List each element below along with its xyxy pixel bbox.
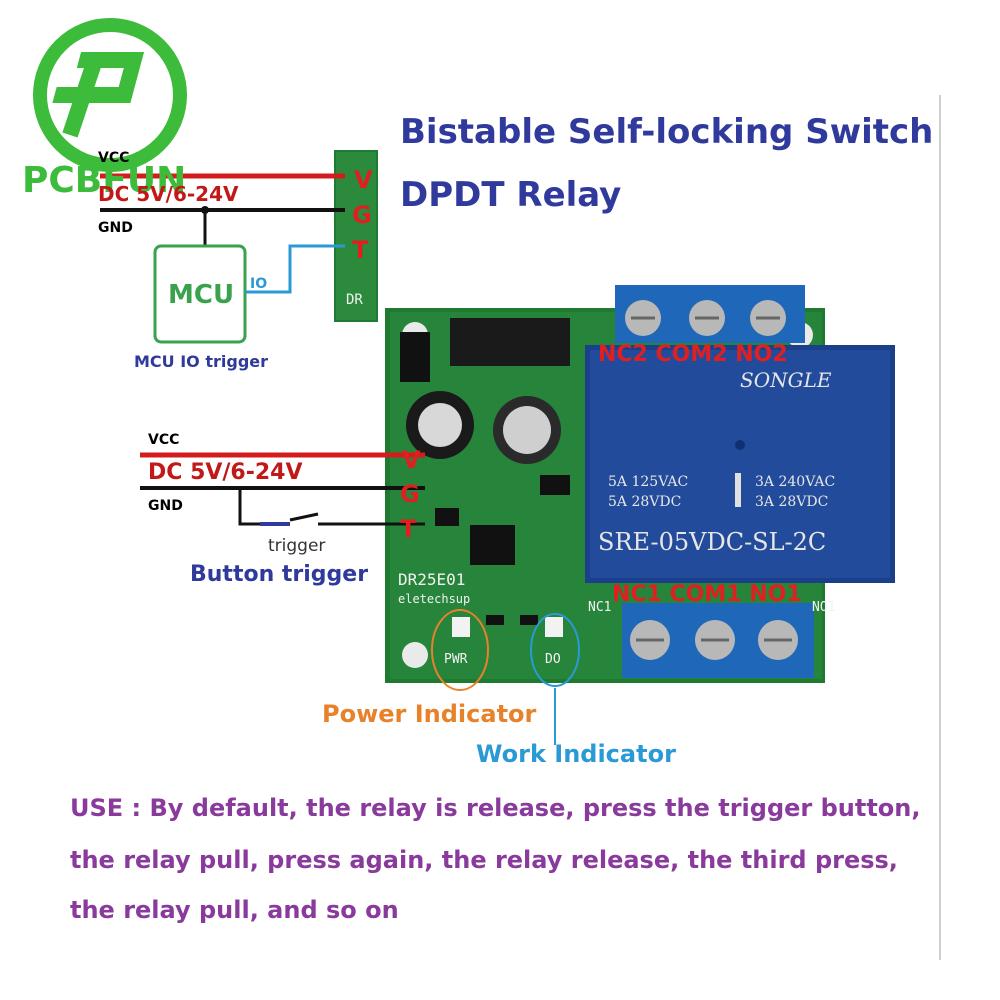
work-indicator-ring <box>530 613 580 687</box>
logo-text: PCBFUN <box>22 160 187 201</box>
relay-brand: SONGLE <box>740 368 832 392</box>
mcu-trigger-caption: MCU IO trigger <box>134 352 269 371</box>
io-label: IO <box>250 276 268 292</box>
trigger-label: trigger <box>268 536 326 556</box>
vcc-label-top: VCC <box>98 150 130 166</box>
capacitor-left <box>406 391 474 459</box>
power-indicator-ring <box>431 609 489 691</box>
pin-t-bottom: T <box>400 515 417 543</box>
bottom-terminal-labels: NC1 COM1 NO1 <box>612 582 802 607</box>
gnd-label-bottom: GND <box>148 498 183 514</box>
pin-g-bottom: G <box>400 480 420 508</box>
mcu-label: MCU <box>168 280 235 310</box>
terminal-block-top <box>615 285 805 343</box>
mcu-box <box>153 244 247 344</box>
do-silk: DO <box>545 652 561 667</box>
supply-label-top: DC 5V/6-24V <box>98 182 239 206</box>
pin-v-bottom: V <box>402 446 421 474</box>
pin-g-top: G <box>352 201 372 229</box>
mini-board-silk: DR <box>346 292 363 308</box>
nc1-silk: NC1 <box>588 600 612 615</box>
pin-v-top: V <box>354 166 373 194</box>
usage-line-3: the relay pull, and so on <box>70 896 399 924</box>
button-trigger-caption: Button trigger <box>190 562 369 587</box>
relay-rating-right-2: 3A 28VDC <box>755 494 829 510</box>
do-led <box>545 617 563 637</box>
work-indicator-label: Work Indicator <box>476 740 676 768</box>
page-title: Bistable Self-locking Switch <box>400 112 934 152</box>
relay-rating-left-2: 5A 28VDC <box>608 494 682 510</box>
pcbfun-logo-icon <box>33 18 187 172</box>
capacitor-right <box>493 396 561 464</box>
board-brand: eletechsup <box>398 592 471 606</box>
diode <box>400 332 430 382</box>
io-wire <box>245 244 345 294</box>
usage-line-2: the relay pull, press again, the relay r… <box>70 846 898 874</box>
ic-chip <box>470 525 515 565</box>
terminal-block-bottom <box>622 603 814 678</box>
relay-rating-left-1: 5A 125VAC <box>608 474 689 490</box>
relay-model: SRE-05VDC-SL-2C <box>598 528 827 556</box>
gnd-label-top: GND <box>98 220 133 236</box>
vcc-label-bottom: VCC <box>148 432 180 448</box>
no1-silk: NO1 <box>812 600 836 615</box>
page-subtitle: DPDT Relay <box>400 175 622 215</box>
top-terminal-labels: NC2 COM2 NO2 <box>598 342 788 367</box>
mini-board-top <box>334 150 378 322</box>
pwr-silk: PWR <box>444 652 468 667</box>
regulator-chip <box>450 318 570 366</box>
relay-rating-right-1: 3A 240VAC <box>755 474 836 490</box>
relay-body <box>585 345 895 583</box>
usage-line-1: USE : By default, the relay is release, … <box>70 794 921 822</box>
pwr-led <box>452 617 470 637</box>
pin-t-top: T <box>352 236 369 264</box>
supply-label-bottom: DC 5V/6-24V <box>148 460 303 485</box>
board-model: DR25E01 <box>398 570 466 589</box>
power-indicator-label: Power Indicator <box>322 700 537 728</box>
